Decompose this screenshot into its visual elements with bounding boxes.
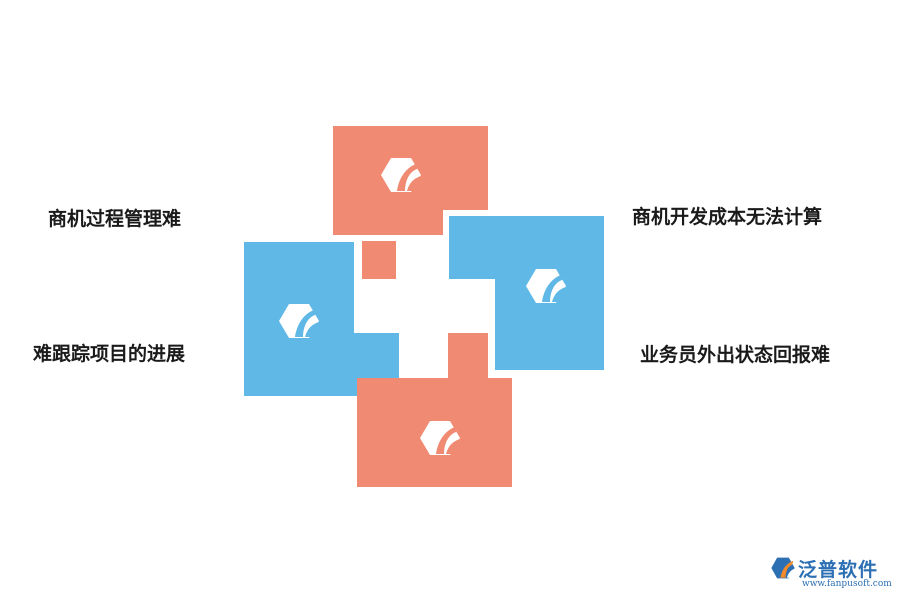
left-block	[244, 242, 399, 396]
right-block	[449, 216, 604, 370]
brand-url: www.fanpusoft.com	[802, 579, 892, 589]
label-bottom-right: 业务员外出状态回报难	[640, 344, 831, 366]
fanpu-logo-icon	[279, 304, 319, 338]
label-top-right: 商机开发成本无法计算	[632, 206, 823, 228]
top-connector	[362, 241, 396, 279]
fanpu-logo-icon	[381, 158, 421, 192]
brand-name: 泛普软件	[798, 559, 879, 581]
bottom-block	[357, 333, 512, 487]
label-top-left: 商机过程管理难	[48, 208, 182, 230]
fanpu-logo-icon	[420, 421, 460, 455]
brand-watermark: 泛普软件 www.fanpusoft.com	[770, 553, 892, 595]
fanpu-brand-icon	[771, 557, 795, 579]
label-bottom-left: 难跟踪项目的进展	[33, 343, 186, 365]
fanpu-logo-icon	[526, 269, 566, 303]
